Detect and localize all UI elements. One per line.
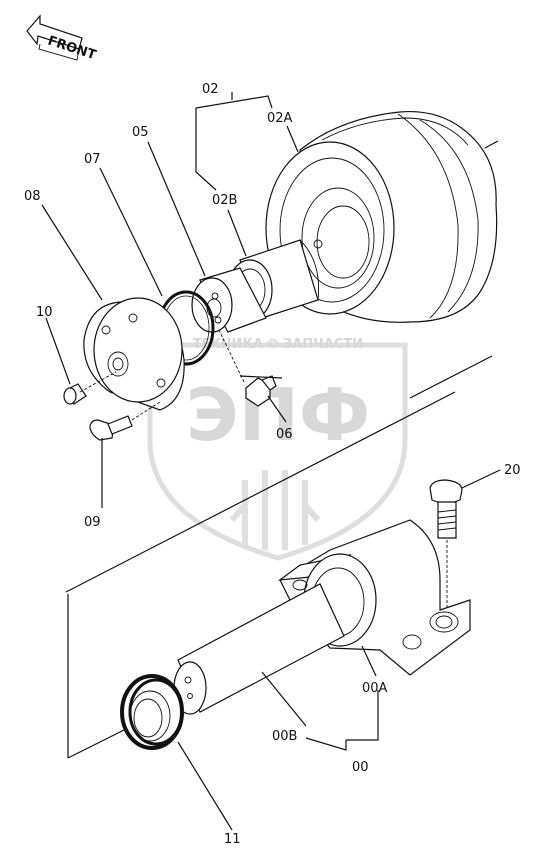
label-02a: 02A [267, 111, 293, 126]
front-arrow-icon: FRONT [26, 14, 98, 63]
cover-plate-08 [83, 297, 185, 411]
seal-11 [120, 674, 184, 750]
label-02b: 02B [212, 193, 237, 208]
label-08: 08 [24, 189, 41, 204]
label-02: 02 [202, 82, 219, 97]
bolt-20 [429, 479, 463, 610]
leader-lines [41, 92, 501, 831]
watermark-top-text: ТЕХНИКА ❂ ЗАПЧАСТИ [193, 337, 363, 352]
label-00a: 00A [362, 681, 388, 696]
bolt-09 [89, 401, 161, 441]
label-07: 07 [84, 152, 101, 167]
label-00b: 00B [272, 729, 297, 744]
watermark-logo-text: ЭПФ [186, 373, 371, 457]
label-11: 11 [224, 832, 241, 847]
label-00: 00 [352, 760, 369, 775]
label-20: 20 [504, 463, 521, 478]
label-06: 06 [276, 427, 293, 442]
plug-10 [63, 371, 117, 405]
part-labels: 02 02A 02B 05 07 08 10 06 09 20 00A 00B … [24, 82, 521, 847]
label-05: 05 [132, 125, 149, 140]
watermark: ТЕХНИКА ❂ ЗАПЧАСТИ ЭПФ [147, 337, 408, 561]
shaft-00b [173, 583, 345, 715]
wheat-emblem-icon [229, 470, 321, 550]
label-09: 09 [84, 515, 101, 530]
collar-05 [191, 267, 267, 333]
top-assembly-outline [65, 140, 499, 759]
label-10: 10 [36, 305, 53, 320]
